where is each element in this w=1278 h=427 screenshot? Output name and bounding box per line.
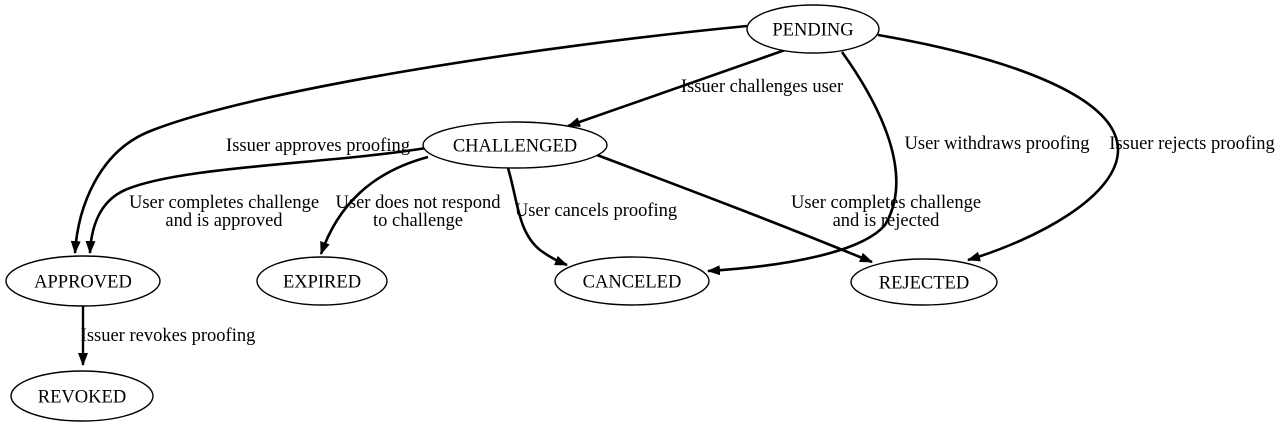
edge-label-challenged-rejected-line-2: and is rejected (833, 211, 941, 231)
edge-challenged-canceled (506, 167, 568, 267)
node-pending: PENDING (746, 4, 880, 54)
edges-layer (70, 24, 1120, 366)
edge-label-challenged-approved-line-1: User completes challenge (129, 193, 319, 213)
node-revoked-shape (10, 370, 154, 422)
edge-pending-challenged (567, 48, 786, 128)
node-expired-label: EXPIRED (283, 273, 361, 293)
node-revoked: REVOKED (10, 370, 154, 422)
edge-labels-layer: Issuer challenges user Issuer approves p… (81, 77, 1275, 346)
node-expired: EXPIRED (256, 256, 388, 306)
edge-label-pending-canceled: User withdraws proofing (905, 134, 1090, 154)
node-rejected-shape (850, 258, 998, 306)
edge-label-challenged-canceled: User cancels proofing (515, 201, 677, 221)
edge-label-pending-challenged: Issuer challenges user (681, 77, 843, 97)
node-rejected: REJECTED (850, 258, 998, 306)
edge-label-challenged-expired-line-2: to challenge (373, 211, 463, 231)
edge-challenged-rejected (596, 153, 873, 264)
node-pending-shape (746, 4, 880, 54)
edge-pending-approved (70, 24, 748, 254)
node-canceled-shape (554, 256, 710, 306)
node-approved-label: APPROVED (34, 273, 132, 293)
node-approved: APPROVED (5, 255, 161, 307)
node-expired-shape (256, 256, 388, 306)
edge-label-challenged-rejected-line-1: User completes challenge (791, 193, 981, 213)
edge-pending-canceled (707, 51, 898, 276)
nodes-layer: PENDING CHALLENGED APPROVED EXPIRED CANC… (5, 4, 998, 422)
node-challenged: CHALLENGED (422, 121, 608, 169)
edge-challenged-approved (85, 146, 427, 254)
node-canceled: CANCELED (554, 256, 710, 306)
node-rejected-label: REJECTED (879, 274, 969, 294)
edge-challenged-expired (319, 155, 429, 255)
edge-label-challenged-approved-line-2: and is approved (165, 211, 283, 231)
edge-label-pending-approved: Issuer approves proofing (226, 136, 410, 156)
edge-label-pending-rejected: Issuer rejects proofing (1109, 134, 1274, 154)
edge-label-challenged-expired-line-1: User does not respond (336, 193, 502, 213)
edge-label-approved-revoked: Issuer revokes proofing (81, 326, 256, 346)
node-pending-label: PENDING (772, 21, 853, 41)
node-challenged-shape (422, 121, 608, 169)
edge-pending-rejected (877, 33, 1120, 262)
node-canceled-label: CANCELED (583, 273, 682, 293)
node-revoked-label: REVOKED (38, 388, 126, 408)
node-challenged-label: CHALLENGED (453, 137, 577, 157)
node-approved-shape (5, 255, 161, 307)
